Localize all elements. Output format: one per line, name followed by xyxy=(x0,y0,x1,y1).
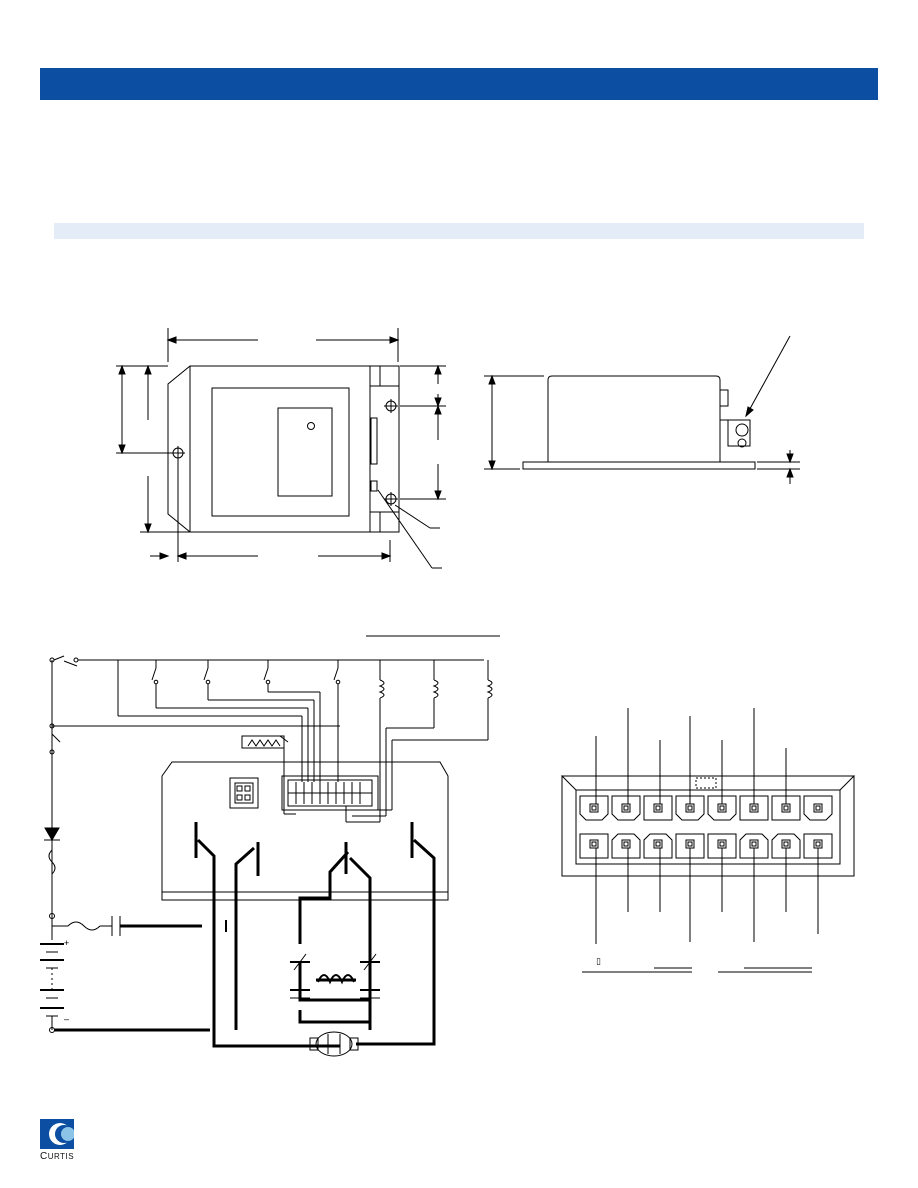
curtis-c-logo-icon xyxy=(40,1119,74,1149)
wordmark-first: C xyxy=(40,1151,48,1162)
wordmark-rest: URTIS xyxy=(47,1152,75,1161)
controller-body xyxy=(161,761,449,901)
curtis-wordmark: CURTIS xyxy=(40,1151,74,1162)
contactor-bridge xyxy=(290,944,380,999)
pin-row-top xyxy=(579,795,833,821)
side-view-drawing xyxy=(484,335,800,484)
input-switches xyxy=(117,660,341,782)
pin-row-bottom xyxy=(579,833,833,859)
motor xyxy=(309,1031,359,1057)
top-view-drawing xyxy=(116,328,446,569)
pin-one-marker: ▯ xyxy=(596,957,601,967)
battery: + – xyxy=(40,938,69,1033)
power-wiring xyxy=(54,822,436,1048)
connector-pinout xyxy=(560,708,856,973)
battery-plus-label: + xyxy=(64,938,69,948)
section-band xyxy=(54,223,864,239)
battery-minus-label: – xyxy=(64,1014,69,1024)
wiring-schematic: + – xyxy=(40,635,500,1057)
contactor-coils xyxy=(345,660,493,823)
header-bar xyxy=(40,68,878,100)
potentiometer xyxy=(241,735,296,815)
